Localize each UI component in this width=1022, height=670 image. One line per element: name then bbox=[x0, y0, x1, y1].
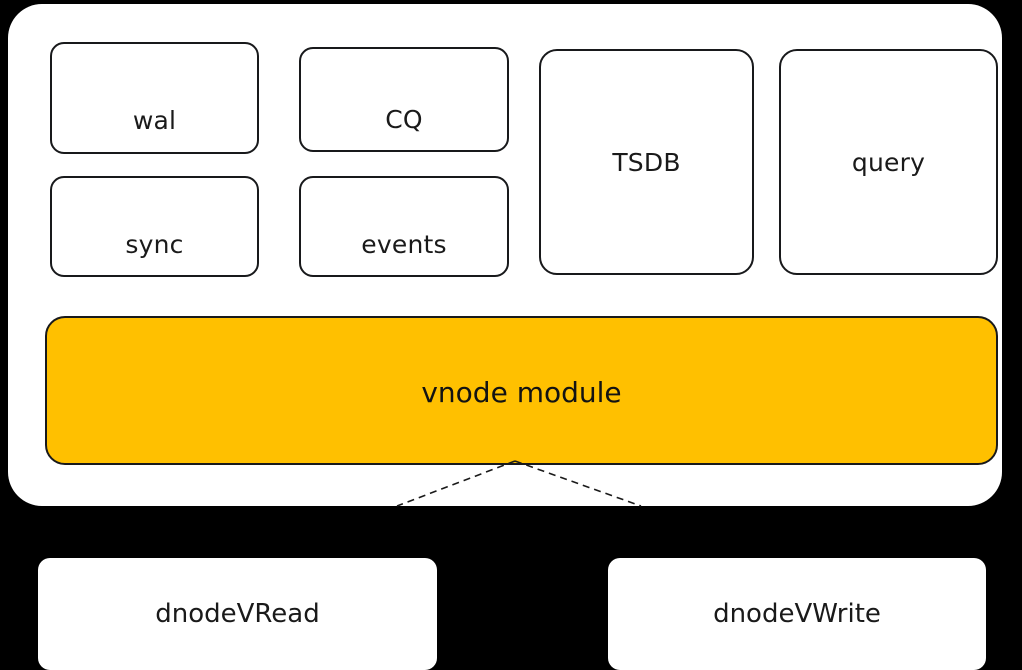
consumer-box-dnodevread[interactable]: dnodeVRead bbox=[38, 558, 437, 670]
module-box-query[interactable]: query bbox=[779, 49, 998, 275]
module-box-wal[interactable]: wal bbox=[50, 42, 259, 154]
module-label-wal: wal bbox=[132, 105, 177, 135]
module-label-sync: sync bbox=[125, 230, 184, 259]
module-label-cq: CQ bbox=[385, 105, 423, 134]
consumer-label-dnodevwrite: dnodeVWrite bbox=[713, 599, 881, 629]
consumer-label-dnodevread: dnodeVRead bbox=[155, 599, 320, 629]
vnode-container-panel: wal CQ TSDB query sync events vnode modu… bbox=[8, 4, 1002, 506]
module-box-tsdb[interactable]: TSDB bbox=[539, 49, 754, 275]
consumer-box-dnodevwrite[interactable]: dnodeVWrite bbox=[608, 558, 986, 670]
module-label-query: query bbox=[851, 147, 926, 177]
module-box-cq[interactable]: CQ bbox=[299, 47, 509, 152]
module-label-tsdb: TSDB bbox=[612, 147, 681, 177]
module-box-sync[interactable]: sync bbox=[50, 176, 259, 277]
vnode-module-bar[interactable]: vnode module bbox=[45, 316, 998, 465]
module-box-events[interactable]: events bbox=[299, 176, 509, 277]
vnode-module-label: vnode module bbox=[421, 375, 622, 409]
module-label-events: events bbox=[361, 230, 447, 259]
